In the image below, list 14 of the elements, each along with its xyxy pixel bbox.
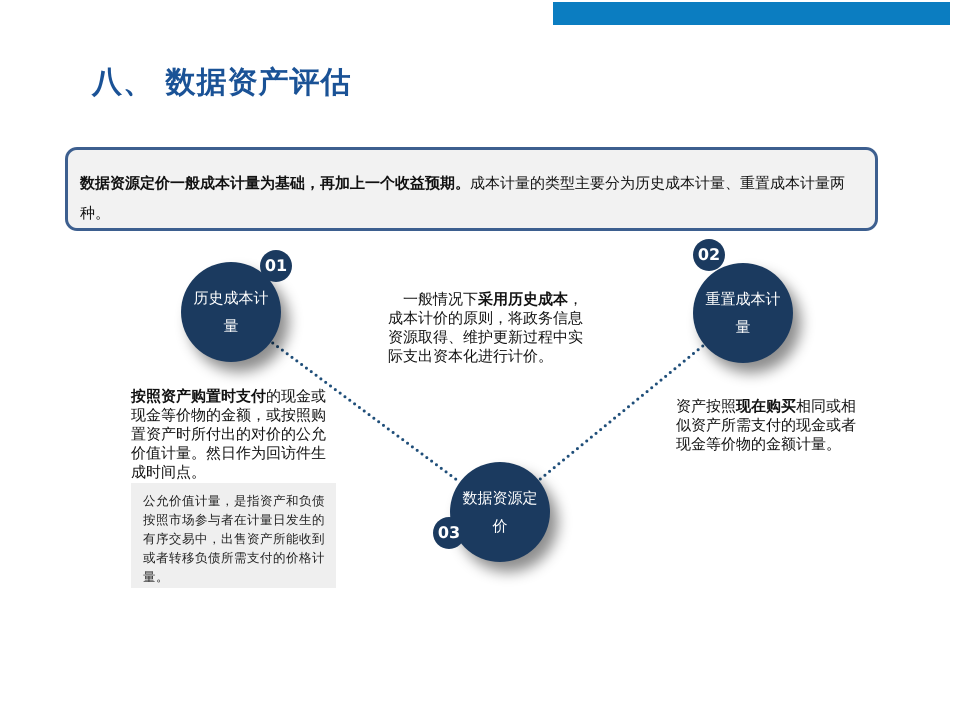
note-text: 公允价值计量，是指资产和负债按照市场参与者在计量日发生的有序交易中，出售资产所能收到或者转移负债所需支付的价格计量。 bbox=[143, 492, 326, 586]
number-badge: 02 bbox=[693, 239, 725, 271]
circle-label: 重置成本计量 bbox=[704, 289, 782, 338]
circle-label: 历史成本计量 bbox=[192, 288, 270, 337]
number-badge: 01 bbox=[260, 250, 292, 282]
dotted-connector bbox=[271, 342, 460, 482]
description-text: 资产按照现在购买相同或相似资产所需支付的现金或者现金等价物的金额计量。 bbox=[676, 397, 857, 454]
summary-text: 数据资源定价一般成本计量为基础，再加上一个收益预期。成本计量的类型主要分为历史成本计量、重置成本计量两种。 bbox=[80, 173, 846, 224]
description-text: 一般情况下采用历史成本，成本计价的原则，将政务信息资源取得、维护更新过程中实际支出资本化进行计价。 bbox=[388, 290, 584, 366]
dotted-connector bbox=[538, 344, 704, 481]
summary-box bbox=[65, 147, 878, 231]
slide-title: 八、 数据资产评估 bbox=[92, 64, 352, 102]
description-text: 按照资产购置时支付的现金或现金等价物的金额，或按照购置资产时所付出的对价的公允价值计量。然日作为回访件生成时间点。 bbox=[131, 387, 327, 482]
number-badge: 03 bbox=[433, 517, 465, 549]
